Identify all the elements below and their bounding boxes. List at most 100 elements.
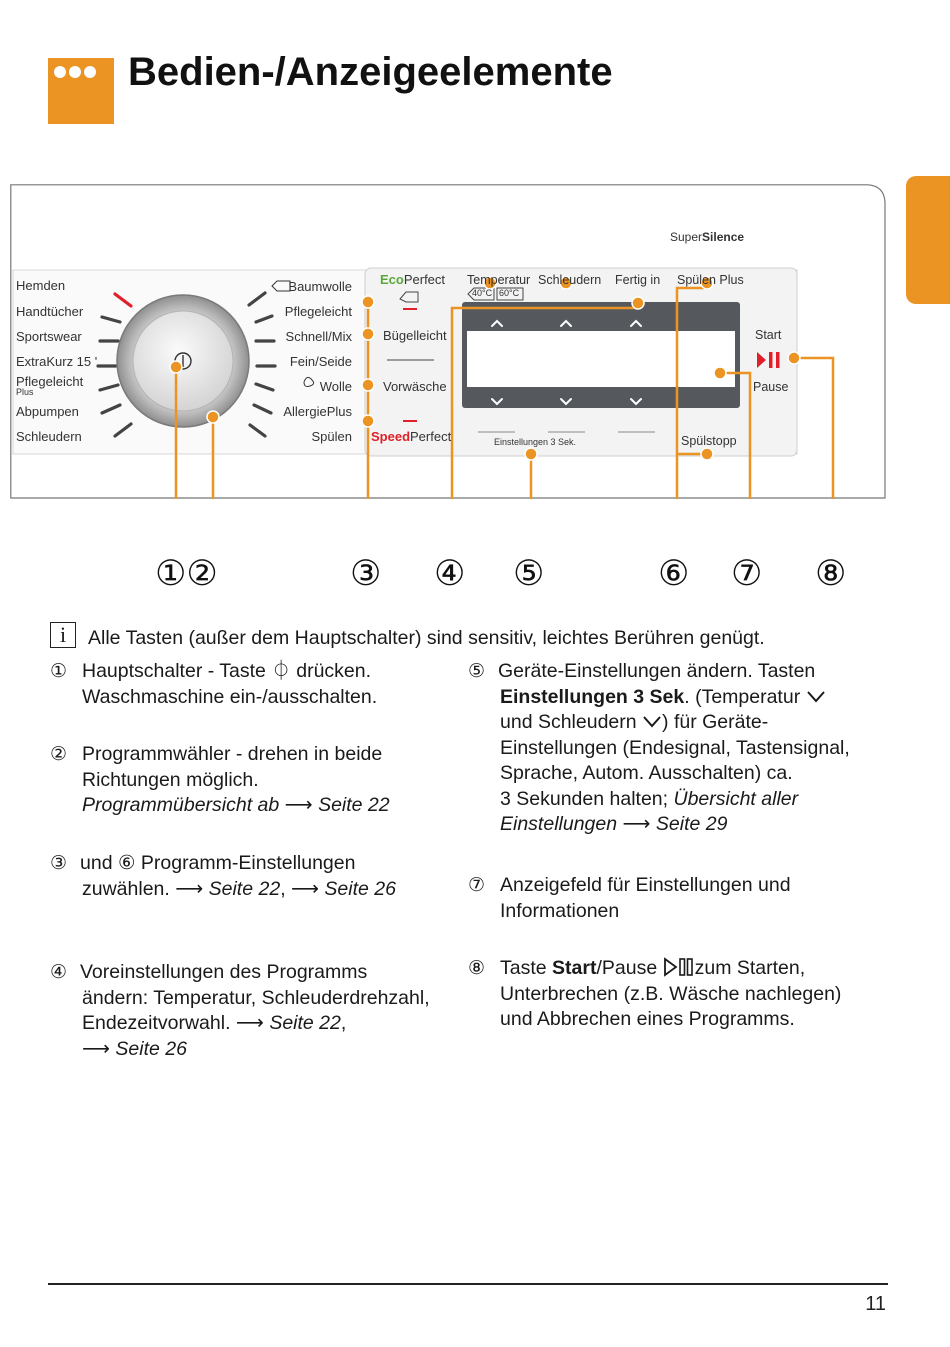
- perfect-label: Perfect: [403, 272, 446, 287]
- item-1-line-2: Waschmaschine ein-/ausschalten.: [82, 685, 378, 708]
- arrow-icon: ⟶: [291, 877, 319, 900]
- page-title: Bedien-/Anzeigeelemente: [128, 50, 613, 94]
- item-8-line-1-b: /Pause: [596, 957, 658, 979]
- item-5-line-2: Einstellungen 3 Sek. (Temperatur: [498, 685, 908, 711]
- item-5-bold: Einstellungen 3 Sek: [500, 685, 685, 708]
- item-4-page-ref-1[interactable]: Seite 22: [269, 1012, 341, 1034]
- arrow-icon: ⟶: [175, 877, 204, 900]
- item-2-text: Programmwähler - drehen in beide Richtun…: [82, 742, 462, 819]
- item-1-line-1: Hauptschalter - Taste ⏀ drücken.: [82, 660, 372, 682]
- item-8-line-1-a: Taste: [500, 957, 547, 979]
- item-3-number: ③: [50, 853, 68, 874]
- item-5-line-3-a: und Schleudern: [500, 711, 637, 733]
- pause-label: Pause: [753, 380, 789, 394]
- vorwaesche-button[interactable]: Vorwäsche: [383, 379, 447, 394]
- item-2-line-3: Programmübersicht ab ⟶ Seite 22: [82, 793, 462, 819]
- item-5-line-5: Sprache, Autom. Ausschalten) ca.: [500, 762, 793, 784]
- callout-6: ⑥: [658, 554, 690, 593]
- control-panel: SuperSilence Hemden Handtücher Sportswea…: [10, 184, 886, 499]
- page-number: 11: [865, 1293, 886, 1315]
- chevron-down-icon: [806, 690, 825, 703]
- info-icon: i: [50, 622, 76, 648]
- callout-3: ③: [350, 554, 382, 593]
- item-5-line-3-b: ) für Geräte-: [662, 711, 769, 733]
- item-5-line-6-b: Übersicht aller: [673, 787, 799, 810]
- item-4-page-ref-2[interactable]: Seite 26: [115, 1037, 187, 1060]
- item-3-line-2: zuwählen. ⟶ Seite 22, ⟶ Seite 26: [82, 877, 396, 900]
- program-right-3: Schnell/Mix: [285, 329, 352, 344]
- dot-icon: [69, 66, 81, 78]
- item-8-line-1: Taste Start/Pause zum Starten,: [500, 956, 910, 982]
- program-left-2: Handtücher: [16, 304, 84, 319]
- item-8-line-3: und Abbrechen eines Programms.: [500, 1008, 795, 1030]
- item-4-line-3-text: Endezeitvorwahl.: [82, 1012, 231, 1034]
- eco-label: Eco: [380, 272, 404, 287]
- item-2-page-ref[interactable]: Seite 22: [318, 794, 390, 816]
- program-right-2: Pflegeleicht: [284, 304, 352, 319]
- item-4-line-4: ⟶ Seite 26: [80, 1037, 480, 1063]
- item-4-number: ④: [50, 962, 68, 983]
- item-8-number: ⑧: [468, 958, 486, 979]
- program-left-5: Pflegeleicht: [16, 374, 84, 389]
- schleudern-button[interactable]: Schleudern: [538, 273, 602, 287]
- item-2-line-2: Richtungen möglich.: [82, 768, 259, 791]
- item-4-line-3: Endezeitvorwahl. ⟶ Seite 22,: [82, 1012, 347, 1034]
- program-left-5-plus: Plus: [16, 387, 34, 397]
- item-2-line-1: Programmwähler - drehen in beide: [82, 743, 383, 765]
- buegelleicht-button[interactable]: Bügelleicht: [383, 328, 447, 343]
- chevron-down-icon: [643, 716, 661, 728]
- temperatur-button[interactable]: Temperatur: [467, 273, 531, 287]
- program-left-4: ExtraKurz 15 ': [16, 354, 98, 369]
- item-3-line-1-text: Programm-Einstellungen: [140, 852, 356, 874]
- item-5-line-7-text: Einstellungen: [500, 813, 618, 835]
- item-5-line-3: und Schleudern ) für Geräte-: [498, 710, 908, 736]
- item-5-number: ⑤: [468, 661, 486, 682]
- brand-super: Super: [670, 230, 703, 244]
- control-panel-drawing: [10, 184, 886, 499]
- item-3-line-1: und ⑥ Programm-Einstellungen: [80, 851, 470, 877]
- item-7-number: ⑦: [468, 875, 486, 896]
- einstellungen-label: Einstellungen 3 Sek.: [494, 437, 577, 447]
- item-3-und: und: [80, 852, 113, 874]
- temp-60-label: 60°C: [499, 288, 520, 298]
- item-5-line-1: Geräte-Einstellungen ändern. Tasten: [498, 660, 816, 682]
- program-right-6: AllergiePlus: [283, 404, 352, 419]
- item-8-bold: Start: [552, 957, 597, 979]
- item-5-line-7: Einstellungen ⟶ Seite 29: [498, 812, 908, 838]
- item-3-text: und ⑥ Programm-Einstellungen zuwählen. ⟶…: [80, 851, 470, 902]
- speed-label: Speed: [371, 429, 411, 444]
- brand-logo: SuperSilence: [670, 231, 744, 243]
- item-5-line-6-a: 3 Sekunden halten;: [500, 787, 669, 810]
- item-4-line-1: Voreinstellungen des Programms: [80, 961, 368, 983]
- item-7-line-1: Anzeigefeld für Einstellungen und: [500, 874, 791, 896]
- item-5-page-ref[interactable]: Seite 29: [655, 813, 728, 835]
- item-3-page-ref-1[interactable]: Seite 22: [208, 877, 281, 900]
- program-right-5: Wolle: [319, 379, 352, 394]
- speed-perfect-button[interactable]: SpeedPerfect: [371, 430, 451, 443]
- item-5-text: Geräte-Einstellungen ändern. Tasten Eins…: [498, 659, 908, 838]
- item-1-text: Hauptschalter - Taste ⏀ drücken. Waschma…: [82, 659, 462, 710]
- footer-divider: [48, 1283, 888, 1285]
- program-left-1: Hemden: [16, 278, 66, 293]
- item-5-line-4: Einstellungen (Endesignal, Tastensignal,: [500, 736, 850, 759]
- callout-1-2: ①②: [155, 554, 218, 593]
- program-left-7: Schleudern: [16, 429, 82, 444]
- spuelstopp-button[interactable]: Spülstopp: [681, 434, 737, 448]
- eco-perfect-button[interactable]: EcoPerfect: [380, 273, 445, 286]
- item-3-page-ref-2[interactable]: Seite 26: [324, 877, 396, 900]
- callout-8: ⑧: [815, 554, 847, 593]
- arrow-icon: ⟶: [284, 794, 313, 816]
- info-text: Alle Tasten (außer dem Hauptschalter) si…: [88, 627, 765, 649]
- arrow-icon: ⟶: [82, 1037, 110, 1060]
- program-right-7: Spülen: [311, 429, 352, 444]
- callout-4: ④: [434, 554, 466, 593]
- item-3-ref-6: ⑥: [117, 852, 136, 874]
- item-4-line-2: ändern: Temperatur, Schleuderdrehzahl,: [82, 986, 430, 1009]
- dot-icon: [54, 66, 66, 78]
- temp-40-label: 40°C: [472, 288, 493, 298]
- spuelen-plus-button[interactable]: Spülen Plus: [677, 273, 744, 287]
- item-5-line-6: 3 Sekunden halten; Übersicht aller: [498, 787, 908, 813]
- fertig-in-button[interactable]: Fertig in: [615, 273, 661, 287]
- item-3-line-2-text: zuwählen.: [82, 877, 170, 900]
- callout-5: ⑤: [513, 554, 545, 593]
